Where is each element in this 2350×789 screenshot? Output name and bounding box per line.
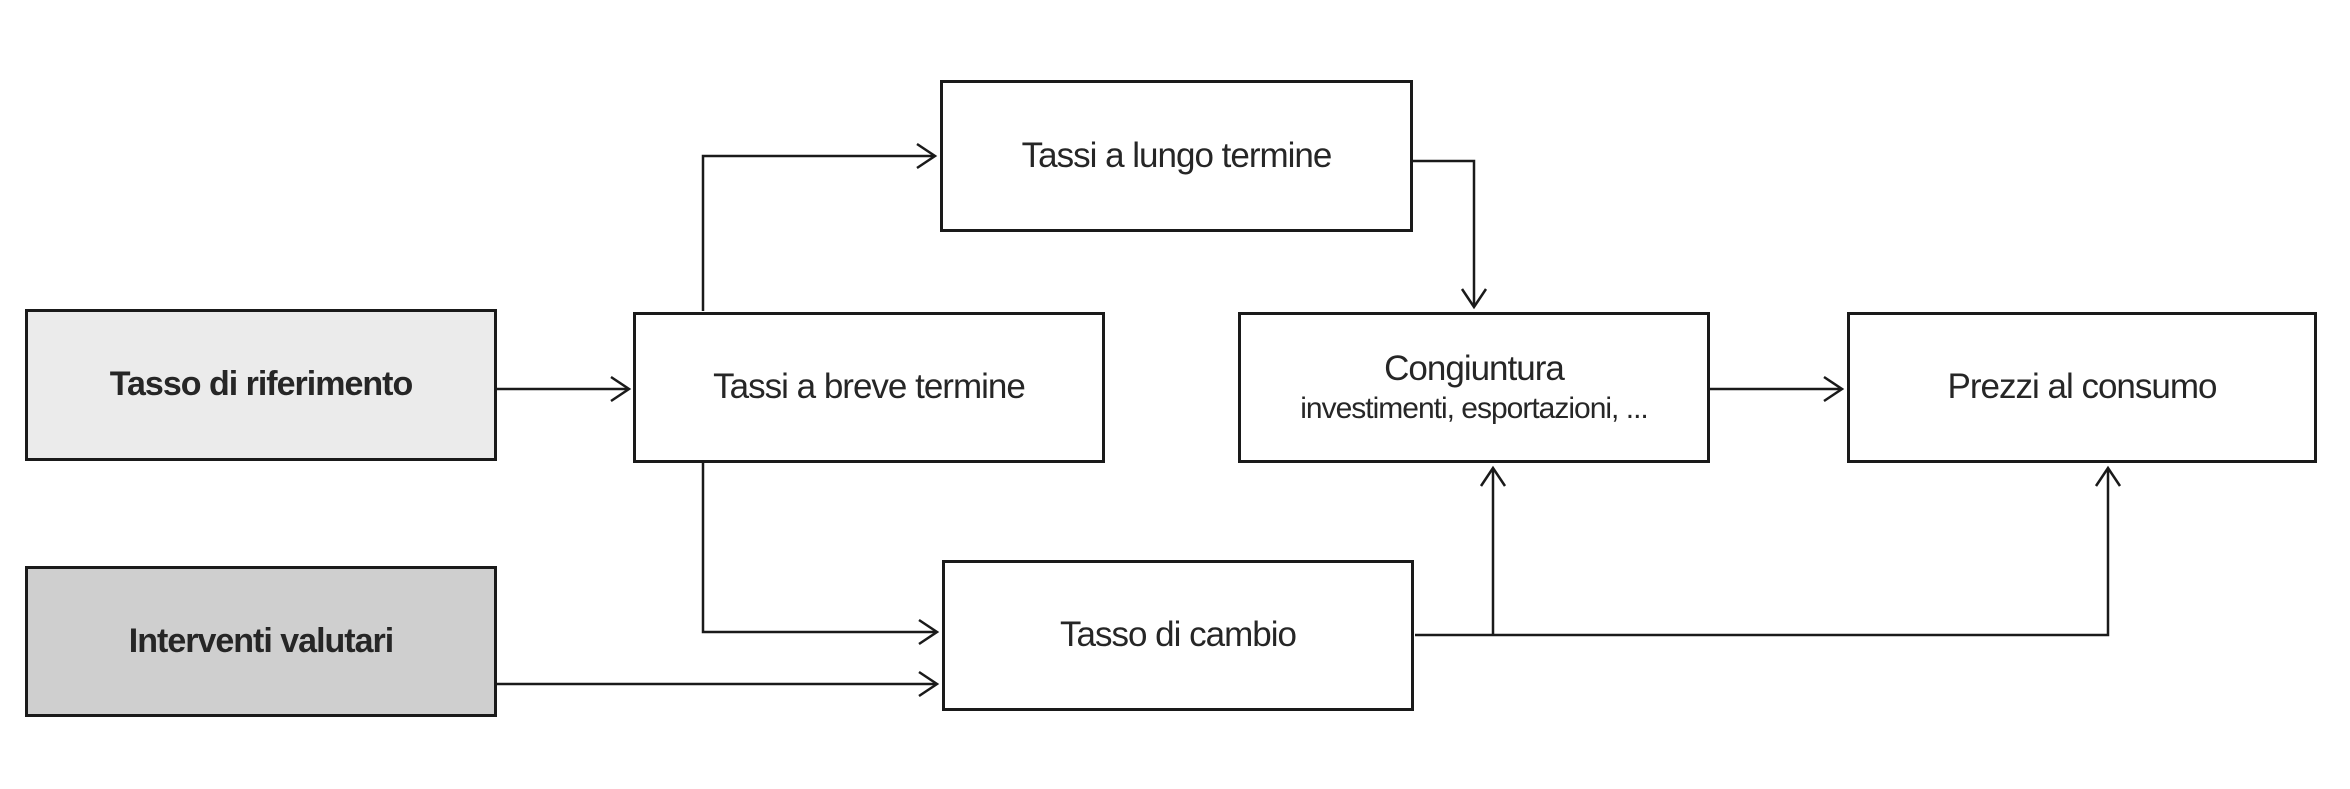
node-congiuntura: Congiuntura investimenti, esportazioni, … (1238, 312, 1710, 463)
arrow-cambio-to-prezzi (1415, 465, 2122, 637)
node-tassi-a-breve-termine: Tassi a breve termine (633, 312, 1105, 463)
node-label: Tasso di riferimento (109, 365, 413, 404)
node-label: Congiuntura (1384, 348, 1565, 388)
node-interventi-valutari: Interventi valutari (25, 566, 497, 717)
node-label: Tassi a breve termine (713, 367, 1026, 407)
node-tasso-di-riferimento: Tasso di riferimento (25, 309, 497, 461)
arrow-breve-to-cambio (701, 463, 940, 646)
node-label: Prezzi al consumo (1947, 367, 2218, 407)
arrow-breve-to-lungo (701, 142, 938, 311)
node-sublabel: investimenti, esportazioni, ... (1300, 391, 1649, 425)
node-label: Tasso di cambio (1060, 615, 1297, 655)
node-prezzi-al-consumo: Prezzi al consumo (1847, 312, 2317, 463)
node-tasso-di-cambio: Tasso di cambio (942, 560, 1414, 711)
node-tassi-a-lungo-termine: Tassi a lungo termine (940, 80, 1413, 232)
node-label: Interventi valutari (128, 621, 394, 660)
node-label: Tassi a lungo termine (1021, 135, 1333, 175)
arrow-lungo-to-congiuntura (1412, 159, 1488, 310)
